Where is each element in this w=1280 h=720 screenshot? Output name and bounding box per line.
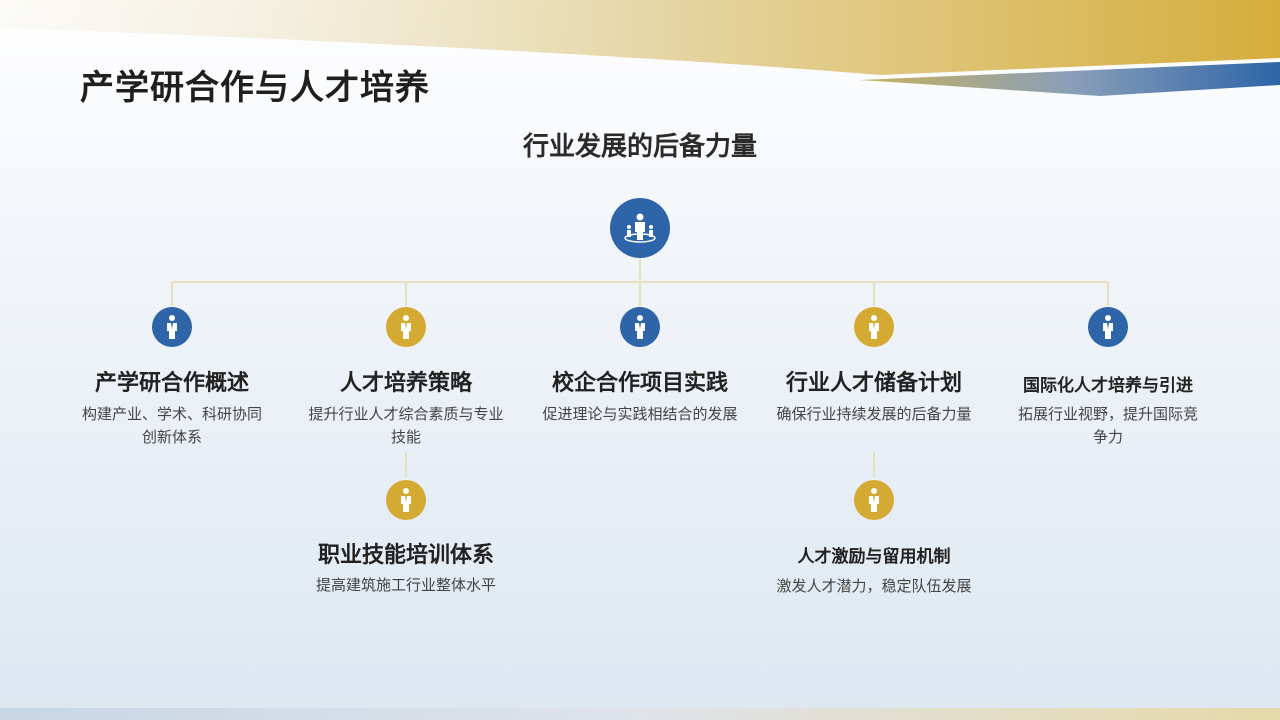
node-desc-international: 拓展行业视野，提升国际竞争力 [1018,405,1199,446]
person-icon [620,307,660,347]
person-icon [386,307,426,347]
node-title-vocational-training: 职业技能培训体系 [317,543,494,568]
person-icon [854,307,894,347]
page-title: 产学研合作与人才培养 [80,68,430,108]
person-icon [854,480,894,520]
section-subtitle: 行业发展的后备力量 [522,132,757,162]
person-icon [1088,307,1128,347]
node-desc-school-enterprise: 促进理论与实践相结合的发展 [542,405,738,423]
node-title-school-enterprise: 校企合作项目实践 [551,371,728,396]
footer-decoration-band [0,708,1280,720]
node-title-talent-strategy: 人才培养策略 [339,371,472,396]
node-title-incentive-retention: 人才激励与留用机制 [797,547,951,567]
node-title-international: 国际化人才培养与引进 [1023,376,1193,396]
node-desc-vocational-training: 提高建筑施工行业整体水平 [315,576,496,594]
node-title-overview: 产学研合作概述 [94,371,249,396]
team-leader-icon [610,198,670,258]
node-title-talent-reserve: 行业人才储备计划 [785,371,962,396]
person-icon [152,307,192,347]
node-desc-overview: 构建产业、学术、科研协同创新体系 [82,405,263,446]
node-desc-talent-strategy: 提升行业人才综合素质与专业技能 [308,405,504,446]
node-desc-incentive-retention: 激发人才潜力，稳定队伍发展 [776,577,972,595]
person-icon [386,480,426,520]
header-decoration [0,0,1280,96]
node-desc-talent-reserve: 确保行业持续发展的后备力量 [776,405,972,423]
